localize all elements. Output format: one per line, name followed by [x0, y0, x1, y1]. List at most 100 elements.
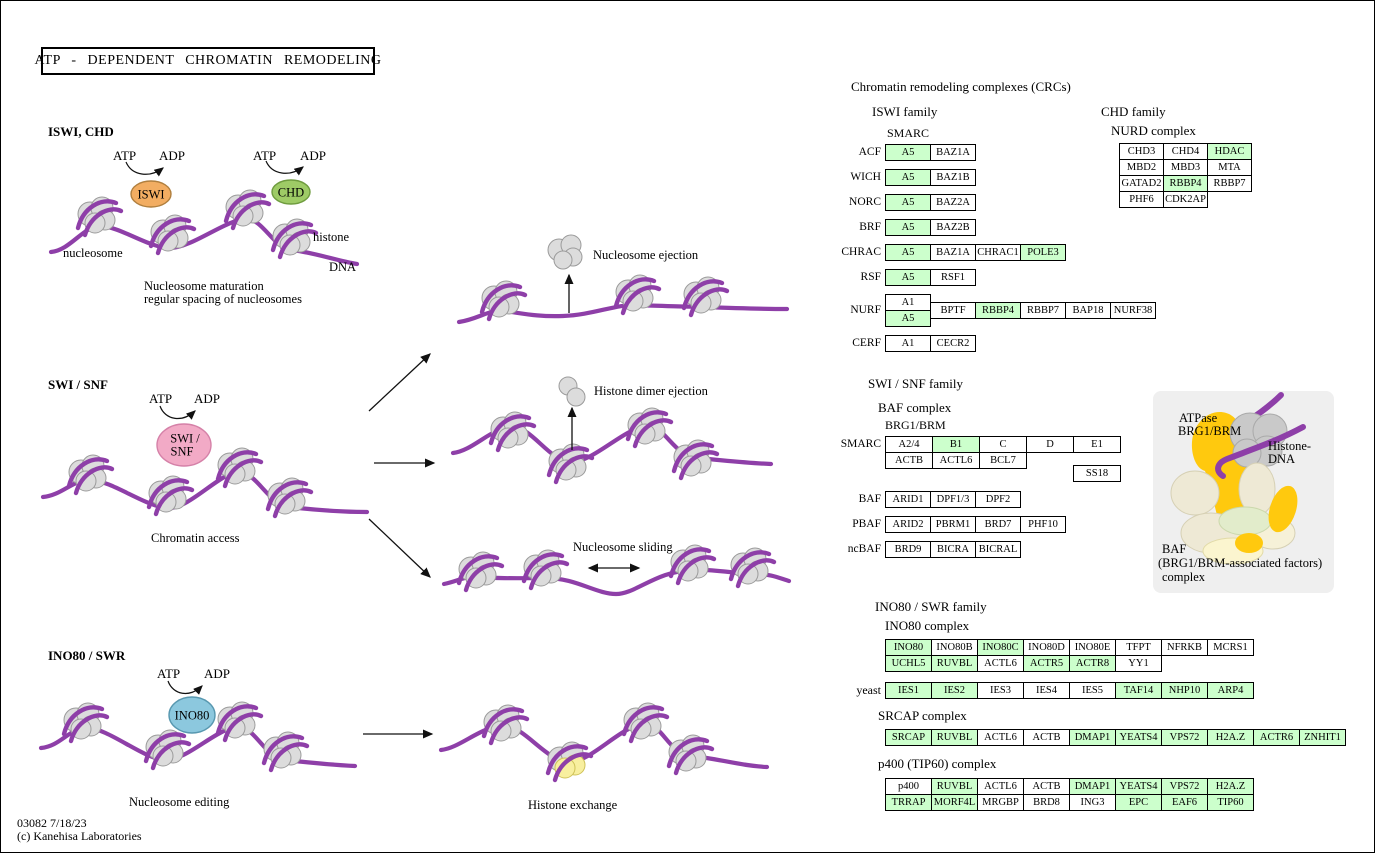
gene-box-ing3[interactable]: ING3	[1069, 794, 1116, 811]
gene-box-a5[interactable]: A5	[885, 269, 931, 286]
gene-box-ies1[interactable]: IES1	[885, 682, 932, 699]
gene-box-dpf2[interactable]: DPF2	[975, 491, 1021, 508]
gene-box-mrgbp[interactable]: MRGBP	[977, 794, 1024, 811]
gene-box-yeats4[interactable]: YEATS4	[1115, 778, 1162, 795]
gene-box-a5[interactable]: A5	[885, 244, 931, 261]
gene-box-ruvbl[interactable]: RUVBL	[931, 778, 978, 795]
gene-box-vps72[interactable]: VPS72	[1161, 778, 1208, 795]
gene-box-baz2b[interactable]: BAZ2B	[930, 219, 976, 236]
gene-box-rbbp4[interactable]: RBBP4	[1163, 175, 1208, 192]
gene-box-dpf13[interactable]: DPF1/3	[930, 491, 976, 508]
gene-box-actr8[interactable]: ACTR8	[1069, 655, 1116, 672]
gene-box-actl6[interactable]: ACTL6	[932, 452, 980, 469]
gene-box-yeats4[interactable]: YEATS4	[1115, 729, 1162, 746]
gene-box-actr5[interactable]: ACTR5	[1023, 655, 1070, 672]
gene-box-cdk2ap[interactable]: CDK2AP	[1163, 191, 1208, 208]
swisnf-enzyme-label-line2[interactable]: SNF	[170, 444, 194, 459]
gene-box-hdac[interactable]: HDAC	[1207, 143, 1252, 160]
gene-box-actb[interactable]: ACTB	[885, 452, 933, 469]
gene-box-ies5[interactable]: IES5	[1069, 682, 1116, 699]
swisnf-enzyme-label-line1[interactable]: SWI /	[170, 431, 200, 446]
gene-box-arid1[interactable]: ARID1	[885, 491, 931, 508]
gene-box-actb[interactable]: ACTB	[1023, 729, 1070, 746]
gene-box-baz2a[interactable]: BAZ2A	[930, 194, 976, 211]
gene-box-h2az[interactable]: H2A.Z	[1207, 729, 1254, 746]
gene-box-brd7[interactable]: BRD7	[975, 516, 1021, 533]
gene-box-brd8[interactable]: BRD8	[1023, 794, 1070, 811]
gene-box-dmap1[interactable]: DMAP1	[1069, 729, 1116, 746]
gene-box-c[interactable]: C	[979, 436, 1027, 453]
gene-box-p400[interactable]: p400	[885, 778, 932, 795]
gene-box-nurf38[interactable]: NURF38	[1110, 302, 1156, 319]
gene-box-ies3[interactable]: IES3	[977, 682, 1024, 699]
gene-box-actr6[interactable]: ACTR6	[1253, 729, 1300, 746]
gene-box-ino80c[interactable]: INO80C	[977, 639, 1024, 656]
gene-box-ss18[interactable]: SS18	[1073, 465, 1121, 482]
chd-enzyme-label[interactable]: CHD	[277, 185, 305, 200]
gene-box-ruvbl[interactable]: RUVBL	[931, 729, 978, 746]
gene-box-h2az[interactable]: H2A.Z	[1207, 778, 1254, 795]
gene-box-taf14[interactable]: TAF14	[1115, 682, 1162, 699]
gene-box-phf6[interactable]: PHF6	[1119, 191, 1164, 208]
gene-box-rsf1[interactable]: RSF1	[930, 269, 976, 286]
gene-box-nhp10[interactable]: NHP10	[1161, 682, 1208, 699]
gene-box-chd4[interactable]: CHD4	[1163, 143, 1208, 160]
gene-box-ruvbl[interactable]: RUVBL	[931, 655, 978, 672]
gene-box-ino80[interactable]: INO80	[885, 639, 932, 656]
gene-box-chd3[interactable]: CHD3	[1119, 143, 1164, 160]
gene-box-baz1a[interactable]: BAZ1A	[930, 144, 976, 161]
gene-box-rbbp7[interactable]: RBBP7	[1207, 175, 1252, 192]
gene-box-rbbp7[interactable]: RBBP7	[1020, 302, 1066, 319]
gene-box-uchl5[interactable]: UCHL5	[885, 655, 932, 672]
ino80-enzyme-label[interactable]: INO80	[174, 708, 210, 723]
gene-box-a5[interactable]: A5	[885, 144, 931, 161]
gene-box-cecr2[interactable]: CECR2	[930, 335, 976, 352]
gene-box-a24[interactable]: A2/4	[885, 436, 933, 453]
gene-box-arid2[interactable]: ARID2	[885, 516, 931, 533]
gene-box-pole3[interactable]: POLE3	[1020, 244, 1066, 261]
gene-box-vps72[interactable]: VPS72	[1161, 729, 1208, 746]
gene-box-a5[interactable]: A5	[885, 219, 931, 236]
gene-box-tip60[interactable]: TIP60	[1207, 794, 1254, 811]
gene-box-epc[interactable]: EPC	[1115, 794, 1162, 811]
gene-box-yy1[interactable]: YY1	[1115, 655, 1162, 672]
gene-box-actl6[interactable]: ACTL6	[977, 729, 1024, 746]
gene-box-baz1b[interactable]: BAZ1B	[930, 169, 976, 186]
gene-box-actl6[interactable]: ACTL6	[977, 778, 1024, 795]
gene-box-tfpt[interactable]: TFPT	[1115, 639, 1162, 656]
gene-box-bicra[interactable]: BICRA	[930, 541, 976, 558]
gene-box-ino80d[interactable]: INO80D	[1023, 639, 1070, 656]
gene-box-znhit1[interactable]: ZNHIT1	[1299, 729, 1346, 746]
gene-box-mbd2[interactable]: MBD2	[1119, 159, 1164, 176]
gene-box-e1[interactable]: E1	[1073, 436, 1121, 453]
gene-box-chrac1[interactable]: CHRAC1	[975, 244, 1021, 261]
gene-box-ies4[interactable]: IES4	[1023, 682, 1070, 699]
gene-box-mcrs1[interactable]: MCRS1	[1207, 639, 1254, 656]
gene-box-pbrm1[interactable]: PBRM1	[930, 516, 976, 533]
gene-box-nfrkb[interactable]: NFRKB	[1161, 639, 1208, 656]
gene-box-dmap1[interactable]: DMAP1	[1069, 778, 1116, 795]
gene-box-srcap[interactable]: SRCAP	[885, 729, 932, 746]
gene-box-bcl7[interactable]: BCL7	[979, 452, 1027, 469]
gene-box-mta[interactable]: MTA	[1207, 159, 1252, 176]
gene-box-a5[interactable]: A5	[885, 194, 931, 211]
gene-box-rbbp4[interactable]: RBBP4	[975, 302, 1021, 319]
gene-box-ino80e[interactable]: INO80E	[1069, 639, 1116, 656]
gene-box-a5[interactable]: A5	[885, 310, 931, 327]
gene-box-mbd3[interactable]: MBD3	[1163, 159, 1208, 176]
gene-box-brd9[interactable]: BRD9	[885, 541, 931, 558]
gene-box-bicral[interactable]: BICRAL	[975, 541, 1021, 558]
gene-box-baz1a[interactable]: BAZ1A	[930, 244, 976, 261]
gene-box-d[interactable]: D	[1026, 436, 1074, 453]
iswi-enzyme-label[interactable]: ISWI	[137, 187, 165, 202]
gene-box-a1[interactable]: A1	[885, 335, 931, 352]
gene-box-bap18[interactable]: BAP18	[1065, 302, 1111, 319]
gene-box-ino80b[interactable]: INO80B	[931, 639, 978, 656]
gene-box-a5[interactable]: A5	[885, 169, 931, 186]
gene-box-actb[interactable]: ACTB	[1023, 778, 1070, 795]
gene-box-arp4[interactable]: ARP4	[1207, 682, 1254, 699]
gene-box-a1[interactable]: A1	[885, 294, 931, 311]
gene-box-eaf6[interactable]: EAF6	[1161, 794, 1208, 811]
gene-box-morf4l[interactable]: MORF4L	[931, 794, 978, 811]
gene-box-trrap[interactable]: TRRAP	[885, 794, 932, 811]
